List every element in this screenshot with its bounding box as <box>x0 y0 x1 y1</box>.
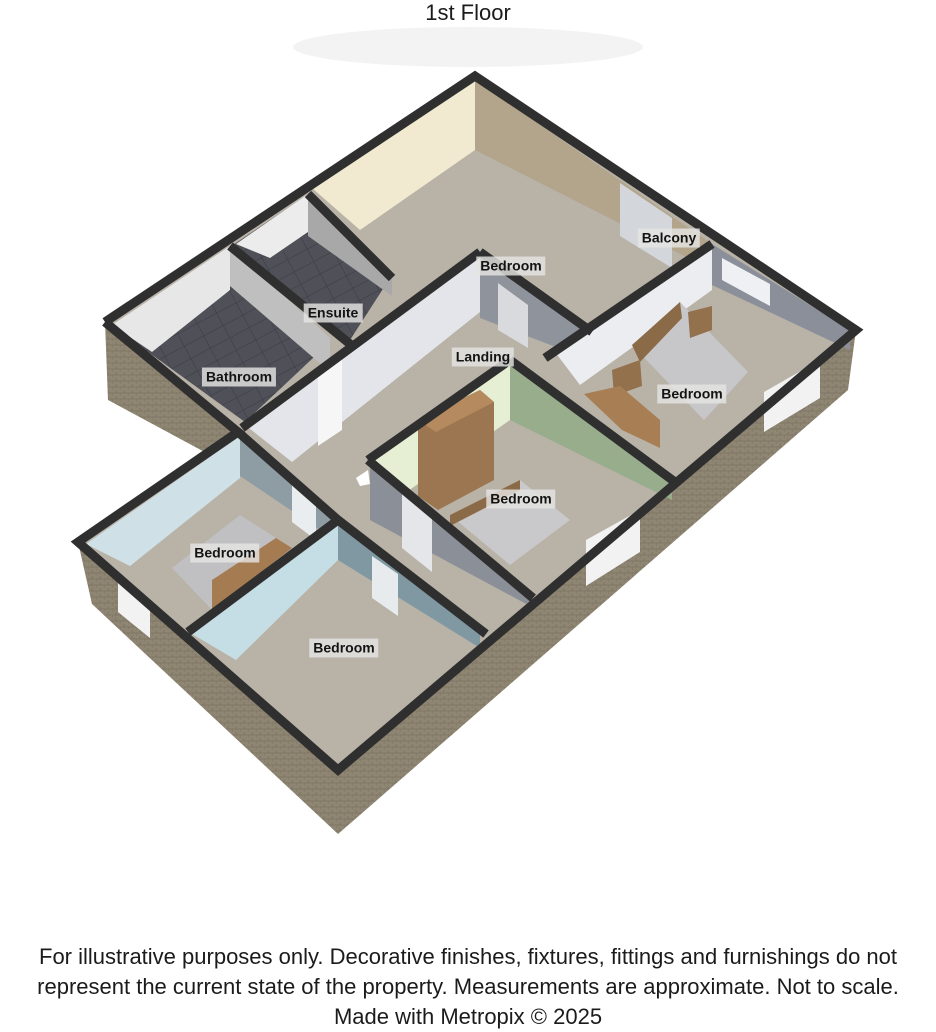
stair-opening <box>356 470 370 486</box>
copyright-line: Made with Metropix © 2025 <box>333 1004 603 1029</box>
floor-title: 1st Floor <box>425 0 511 25</box>
wall-tops <box>70 70 864 776</box>
disclaimer-line-2: represent the current state of the prope… <box>37 974 899 999</box>
title-shadow <box>293 27 643 67</box>
room-label-ensuite: Ensuite <box>303 303 363 323</box>
bed <box>172 515 292 610</box>
room-label-bedroom-right: Bedroom <box>657 384 727 404</box>
door <box>372 556 398 616</box>
disclaimer-line-1: For illustrative purposes only. Decorati… <box>39 944 897 969</box>
room-label-landing: Landing <box>451 347 515 367</box>
furniture <box>172 302 748 610</box>
door <box>498 283 528 348</box>
room-label-bedroom-front: Bedroom <box>309 638 379 658</box>
door <box>318 355 342 446</box>
desk <box>584 386 660 448</box>
room-label-bathroom: Bathroom <box>201 367 277 387</box>
room-label-bedroom-small: Bedroom <box>190 543 260 563</box>
room-label-bedroom-center: Bedroom <box>486 489 556 509</box>
nightstand <box>688 306 712 338</box>
disclaimer-footer: For illustrative purposes only. Decorati… <box>0 942 936 1032</box>
window <box>722 258 770 306</box>
room-label-bedroom-master: Bedroom <box>476 256 546 276</box>
room-label-balcony: Balcony <box>637 228 701 248</box>
